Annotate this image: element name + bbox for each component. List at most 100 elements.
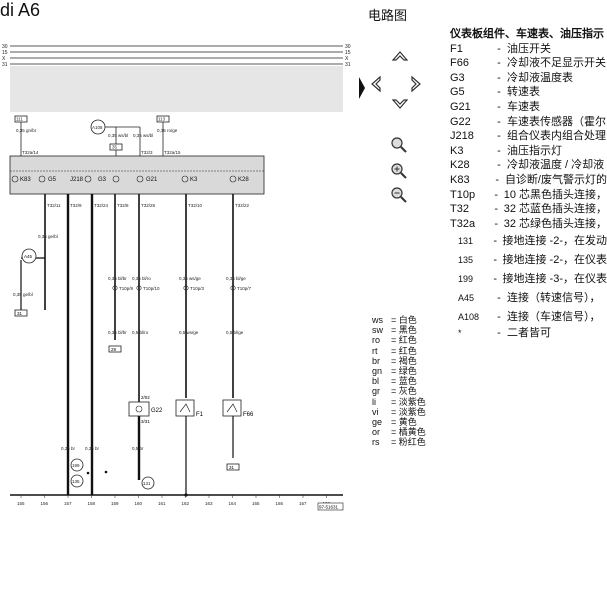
- color-abbr: gr: [372, 386, 381, 397]
- color-code-row: gn= 绿色: [372, 366, 426, 376]
- box-label: 31: [229, 465, 235, 470]
- legend-dash: -: [497, 115, 501, 128]
- arrow-right-icon[interactable]: [411, 75, 421, 93]
- color-name: 淡紫色: [398, 406, 426, 417]
- connector-icon: [112, 285, 118, 291]
- legend-code: 199: [458, 273, 474, 284]
- component-label: K28: [238, 177, 249, 183]
- bus-label: X: [345, 56, 349, 62]
- legend-item: G22-车速表传感器（霍尔: [450, 115, 607, 130]
- wire-label: 0,35 br: [61, 446, 76, 451]
- color-code-row: gr= 灰色: [372, 386, 426, 396]
- color-eq: =: [391, 325, 397, 336]
- zoom-icon[interactable]: [391, 137, 407, 153]
- color-abbr: br: [372, 355, 381, 366]
- ruler-number: 156: [41, 501, 49, 506]
- legend-text: 冷却液温度表: [507, 71, 573, 84]
- ref-id: 113: [158, 117, 166, 122]
- color-name: 黄色: [398, 417, 417, 428]
- color-abbr: ro: [372, 335, 381, 346]
- zoom-in-icon[interactable]: [391, 163, 407, 179]
- color-name: 灰色: [398, 386, 417, 397]
- arrow-left-icon[interactable]: [371, 75, 381, 93]
- legend-text: 10 芯黑色插头连接，: [503, 188, 607, 201]
- legend-item: F1-油压开关: [450, 42, 607, 57]
- zoom-out-icon[interactable]: [391, 187, 407, 203]
- ruler-number: 161: [158, 501, 166, 506]
- wire-label: 0,5 bl/ge: [226, 330, 244, 335]
- legend-item: T10p-10 芯黑色插头连接，: [450, 188, 607, 203]
- legend-code: G22: [450, 115, 471, 128]
- legend-dash: -: [497, 291, 501, 304]
- pin-label: 3/31: [141, 419, 150, 424]
- sensor-label: F66: [243, 412, 254, 418]
- box-label: 31: [17, 311, 23, 316]
- arrow-up-icon[interactable]: [391, 51, 409, 61]
- color-eq: =: [391, 355, 397, 366]
- color-abbr: li: [372, 396, 376, 407]
- legend-item: 135-接地连接 -2-，在仪表: [450, 250, 607, 269]
- color-eq: =: [391, 396, 397, 407]
- color-code-row: bl= 蓝色: [372, 376, 426, 386]
- color-code-row: rs= 粉红色: [372, 437, 426, 447]
- legend-code: A45: [458, 292, 475, 303]
- pin-label: T32/24: [94, 203, 109, 208]
- ground-label: 131: [143, 481, 151, 486]
- ref-id: A108: [92, 125, 103, 130]
- legend-dash: -: [497, 327, 501, 340]
- color-code-row: ws= 白色: [372, 315, 426, 325]
- pin-label: T32/22: [235, 203, 250, 208]
- pin-label: T32/10: [188, 203, 203, 208]
- legend-dash: -: [497, 71, 501, 84]
- lamp-icon: [11, 175, 19, 183]
- legend-code: 131: [458, 235, 474, 246]
- wire-label: 0,35 ws/ge: [179, 276, 201, 281]
- color-abbr: or: [372, 427, 381, 438]
- ruler-number: 165: [252, 501, 260, 506]
- color-abbr: ge: [372, 417, 383, 428]
- ground-ref-199: [70, 458, 84, 472]
- ruler-number: 157: [64, 501, 72, 506]
- color-code-row: rt= 红色: [372, 346, 426, 356]
- ruler-number: 162: [182, 501, 190, 506]
- ref-id: 111: [16, 117, 23, 122]
- color-name: 蓝色: [398, 376, 417, 387]
- color-abbr: bl: [372, 376, 380, 387]
- bus-label: 31: [345, 62, 351, 68]
- switch-f66: [222, 399, 242, 417]
- sensor-g22: [128, 401, 150, 417]
- color-abbr: sw: [372, 325, 383, 336]
- legend-code: K28: [450, 159, 470, 172]
- wire-label: 0,5 br: [132, 446, 144, 451]
- legend-heading: 仪表板组件、车速表、油压指示: [450, 28, 604, 40]
- legend-text: 32 芯绿色插头连接，: [503, 217, 607, 230]
- legend-text: 转速表: [507, 86, 540, 99]
- legend-item: 199-接地连接 -3-，在仪表: [450, 269, 607, 288]
- color-code-row: br = 褐色: [372, 356, 426, 366]
- pin-label: 2/02: [141, 395, 150, 400]
- color-eq: =: [391, 345, 397, 356]
- legend-code: F66: [450, 57, 469, 70]
- ref-id: A45: [24, 254, 33, 259]
- legend-dash: -: [497, 100, 501, 113]
- sensor-label: G22: [151, 408, 163, 414]
- legend-item: T32a-32 芯绿色插头连接，: [450, 217, 607, 232]
- legend-code: G5: [450, 86, 465, 99]
- legend-text: 接地连接 -2-，在仪表: [502, 253, 607, 266]
- wire-label: 0,35 bl/br: [108, 276, 127, 281]
- legend-dash: -: [494, 203, 498, 216]
- ruler-number: 164: [229, 501, 237, 506]
- color-name: 褐色: [398, 355, 417, 366]
- color-name: 白色: [398, 315, 417, 325]
- arrow-down-icon[interactable]: [391, 99, 409, 109]
- legend-dash: -: [497, 310, 501, 323]
- hall-sensor-icon: [135, 405, 143, 413]
- lamp-icon: [229, 175, 237, 183]
- legend-dash: -: [493, 253, 498, 266]
- legend-dash: -: [497, 86, 501, 99]
- legend-code: G21: [450, 100, 471, 113]
- legend-dash: -: [493, 272, 498, 285]
- ground-ref-131: [141, 476, 155, 490]
